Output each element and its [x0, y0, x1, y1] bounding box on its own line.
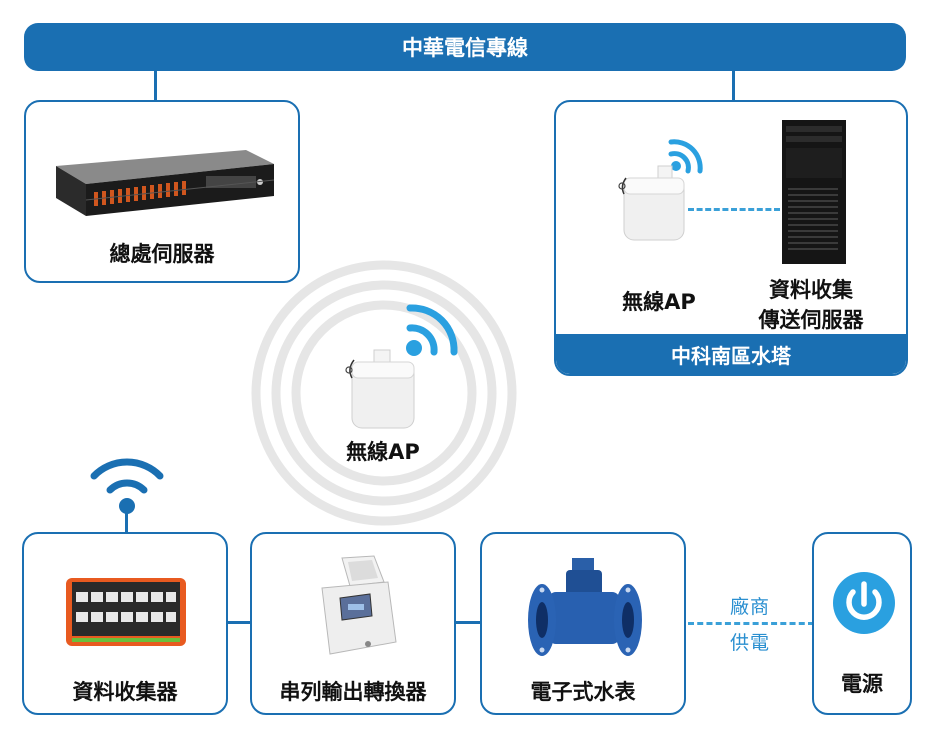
top-bar-cht-line: 中華電信專線: [24, 23, 906, 71]
center-ap-signal-rings: [251, 260, 517, 526]
wifi-signal-icon: [668, 139, 703, 174]
power-icon: [833, 572, 895, 634]
connector-collector-converter: [227, 621, 252, 624]
connector-converter-meter: [455, 621, 482, 624]
top-bar-label: 中華電信專線: [402, 36, 528, 60]
data-collector-box: 資料收集器: [22, 532, 228, 715]
connector-collector-wifi: [125, 512, 128, 534]
water-meter-box: 電子式水表: [480, 532, 686, 715]
center-wireless-ap-device-icon: [345, 349, 415, 429]
site-title-bar: 中科南區水塔: [556, 334, 906, 374]
water-meter-label: 電子式水表: [530, 680, 636, 704]
vendor-power-link: [688, 622, 814, 625]
power-box: 電源: [812, 532, 912, 715]
serial-converter-label: 串列輸出轉換器: [279, 680, 427, 704]
power-label: 電源: [841, 672, 883, 696]
center-ap-label: 無線AP: [346, 440, 420, 464]
center-wifi-signal-icon: [406, 304, 458, 356]
site-server-label-line2: 傳送伺服器: [758, 308, 864, 332]
site-box-water-tower: 無線AP 資料收集 傳送伺服器 中科南區水塔: [554, 100, 908, 376]
collector-wifi-icon: [90, 458, 164, 514]
ap-to-server-link: [688, 208, 780, 211]
site-server-label-line1: 資料收集: [769, 278, 853, 302]
rack-server-icon: [56, 150, 275, 216]
serial-converter-box: 串列輸出轉換器: [250, 532, 456, 715]
connector-topbar-site: [732, 70, 735, 102]
data-collector-device-icon: [66, 578, 186, 646]
site-title-label: 中科南區水塔: [671, 343, 791, 368]
hq-server-box: 總處伺服器: [24, 100, 300, 283]
hq-server-label: 總處伺服器: [109, 242, 215, 266]
data-collector-label: 資料收集器: [72, 680, 178, 704]
serial-converter-device-icon: [321, 555, 397, 655]
wireless-ap-device-icon: [618, 165, 685, 241]
water-meter-device-icon: [528, 558, 642, 656]
connector-topbar-hq: [154, 70, 157, 102]
vendor-power-label-line2: 供電: [729, 632, 770, 654]
vendor-power-label-line1: 廠商: [729, 596, 770, 618]
tower-server-icon: [782, 120, 846, 264]
site-ap-label: 無線AP: [622, 290, 696, 314]
